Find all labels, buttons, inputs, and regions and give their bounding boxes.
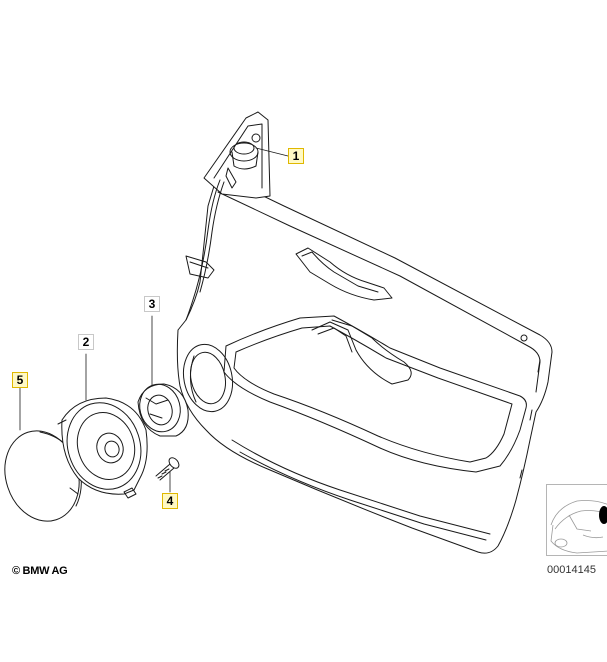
tweeter-housing <box>203 111 271 199</box>
screw <box>155 457 180 481</box>
callout-3: 3 <box>144 296 160 312</box>
callout-5: 5 <box>12 372 28 388</box>
vehicle-location-thumbnail <box>546 484 607 556</box>
speaker-adapter-ring <box>137 383 189 437</box>
callout-1: 1 <box>288 148 304 164</box>
callout-4: 4 <box>162 493 178 509</box>
diagram-reference-number: 00014145 <box>547 564 596 576</box>
callout-2: 2 <box>78 334 94 350</box>
wire-harness <box>185 179 225 321</box>
loudspeaker <box>57 397 149 499</box>
door-trim-panel <box>176 177 553 554</box>
copyright-text: © BMW AG <box>12 565 68 577</box>
leader-lines <box>19 147 289 493</box>
